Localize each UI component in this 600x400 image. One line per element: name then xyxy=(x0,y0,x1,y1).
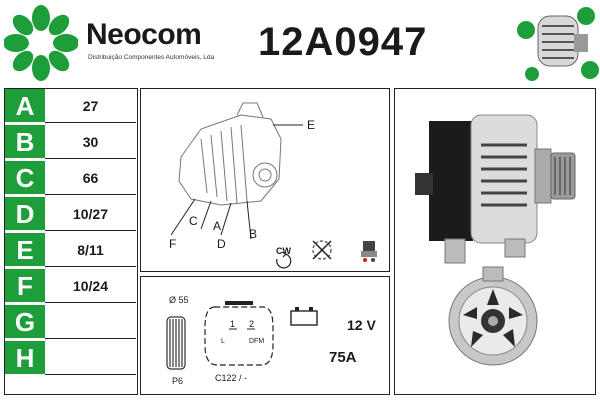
alternator-side-photo-icon xyxy=(415,114,576,264)
dim-label-d: D xyxy=(217,237,226,251)
spec-value: 10/27 xyxy=(45,197,136,231)
spec-value xyxy=(45,341,136,375)
spec-key: C xyxy=(5,161,45,195)
spec-value: 66 xyxy=(45,161,136,195)
spec-row-e: E 8/11 xyxy=(5,233,136,267)
plug-code: C122 / - xyxy=(215,373,248,383)
plug-outline-icon xyxy=(204,301,274,366)
spec-value: 30 xyxy=(45,125,136,159)
pin-1: 1 xyxy=(230,319,236,329)
alternator-outline-icon xyxy=(170,102,303,240)
pulley-icon xyxy=(166,316,186,370)
spec-key: G xyxy=(5,305,45,339)
spec-value: 27 xyxy=(45,89,136,123)
pin-dfm: DFM xyxy=(249,338,265,345)
alternator-front-photo-icon xyxy=(448,266,538,366)
spec-row-a: A 27 xyxy=(5,89,136,123)
spec-key: B xyxy=(5,125,45,159)
spec-row-h: H xyxy=(5,341,136,375)
dim-label-b: B xyxy=(249,227,258,241)
dim-label-e: E xyxy=(307,118,316,132)
part-number: 12A0947 xyxy=(258,20,428,64)
spec-table: A 27 B 30 C 66 D 10/27 E 8/11 F 10/24 G … xyxy=(4,88,138,395)
spec-row-b: B 30 xyxy=(5,125,136,159)
header: Neocom Distribuição Componentes Automóve… xyxy=(0,0,600,86)
brand-name: Neocom xyxy=(86,18,202,51)
pulley-type: P6 xyxy=(172,376,184,386)
spec-value xyxy=(45,305,136,339)
spec-key: D xyxy=(5,197,45,231)
spec-value: 10/24 xyxy=(45,269,136,303)
dim-label-f: F xyxy=(169,237,177,251)
spec-row-c: C 66 xyxy=(5,161,136,195)
spec-row-d: D 10/27 xyxy=(5,197,136,231)
battery-icon xyxy=(290,307,318,326)
pulley-diameter: Ø 55 xyxy=(169,295,189,305)
clockwise-arrow-icon xyxy=(276,251,292,269)
fixing-position-icon xyxy=(312,240,332,260)
dimension-diagram: E C A B F D CW xyxy=(140,88,390,272)
brand-tagline: Distribuição Componentes Automóveis, Lda xyxy=(88,54,215,61)
spec-key: E xyxy=(5,233,45,267)
neocom-logo-icon xyxy=(4,5,78,81)
rotation-label: CW xyxy=(276,246,291,256)
pin-l: L xyxy=(221,338,225,345)
amperage: 75A xyxy=(329,349,357,366)
spec-key: F xyxy=(5,269,45,303)
pin-2: 2 xyxy=(249,319,255,329)
alternator-thumbnail-icon xyxy=(517,7,599,81)
spec-key: H xyxy=(5,341,45,375)
dim-label-a: A xyxy=(213,219,222,233)
product-photos xyxy=(394,88,596,395)
dim-label-c: C xyxy=(189,214,198,228)
spec-row-f: F 10/24 xyxy=(5,269,136,303)
connector-info: Ø 55 P6 1 2 L DFM 12 V 75A C122 / - xyxy=(140,276,390,395)
spec-key: A xyxy=(5,89,45,123)
spec-value: 8/11 xyxy=(45,233,136,267)
regulator-plug-icon xyxy=(361,241,377,262)
voltage: 12 V xyxy=(347,317,376,333)
spec-row-g: G xyxy=(5,305,136,339)
